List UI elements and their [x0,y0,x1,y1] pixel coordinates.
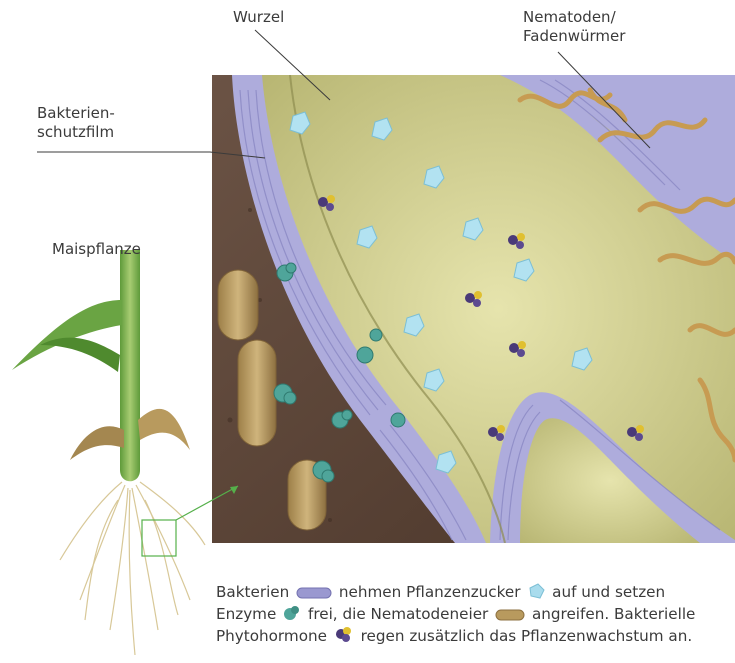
magnified-root-panel [212,75,735,543]
caption-text-6: angreifen. Bakterielle [532,605,695,623]
caption-text-8: regen zusätzlich das Pflanzenwachstum an… [361,627,693,645]
label-nematodes: Nematoden/ Fadenwürmer [523,8,663,46]
label-biofilm-line1: Bakterien- [37,104,157,123]
label-nematodes-line2: Fadenwürmer [523,27,663,46]
nematode-egg-icon [495,609,525,621]
caption-text-7: Phytohormone [216,627,327,645]
leaf-dry-right [138,409,190,450]
label-biofilm-line2: schutzfilm [37,123,157,142]
leaf-left-lower [40,338,120,372]
maize-plant [12,250,238,655]
enzyme-icon [283,605,301,621]
label-biofilm: Bakterien- schutzfilm [37,104,157,142]
label-root: Wurzel [233,8,284,27]
bacterium-icon [296,587,332,599]
sugar-crystal-icon [527,583,545,599]
caption-text-2: nehmen Pflanzenzucker [339,583,521,601]
phytohormone-icon [334,625,354,643]
label-nematodes-line1: Nematoden/ [523,8,663,27]
plant-roots [60,482,205,655]
caption-text-1: Bakterien [216,583,289,601]
caption-text-5: frei, die Nematodeneier [308,605,488,623]
legend-caption: Bakterien nehmen Pflanzenzucker auf und … [216,581,735,647]
leaf-dry-left [70,426,124,460]
caption-text-4: Enzyme [216,605,276,623]
label-plant: Maispflanze [52,240,141,259]
caption-text-3: auf und setzen [552,583,665,601]
